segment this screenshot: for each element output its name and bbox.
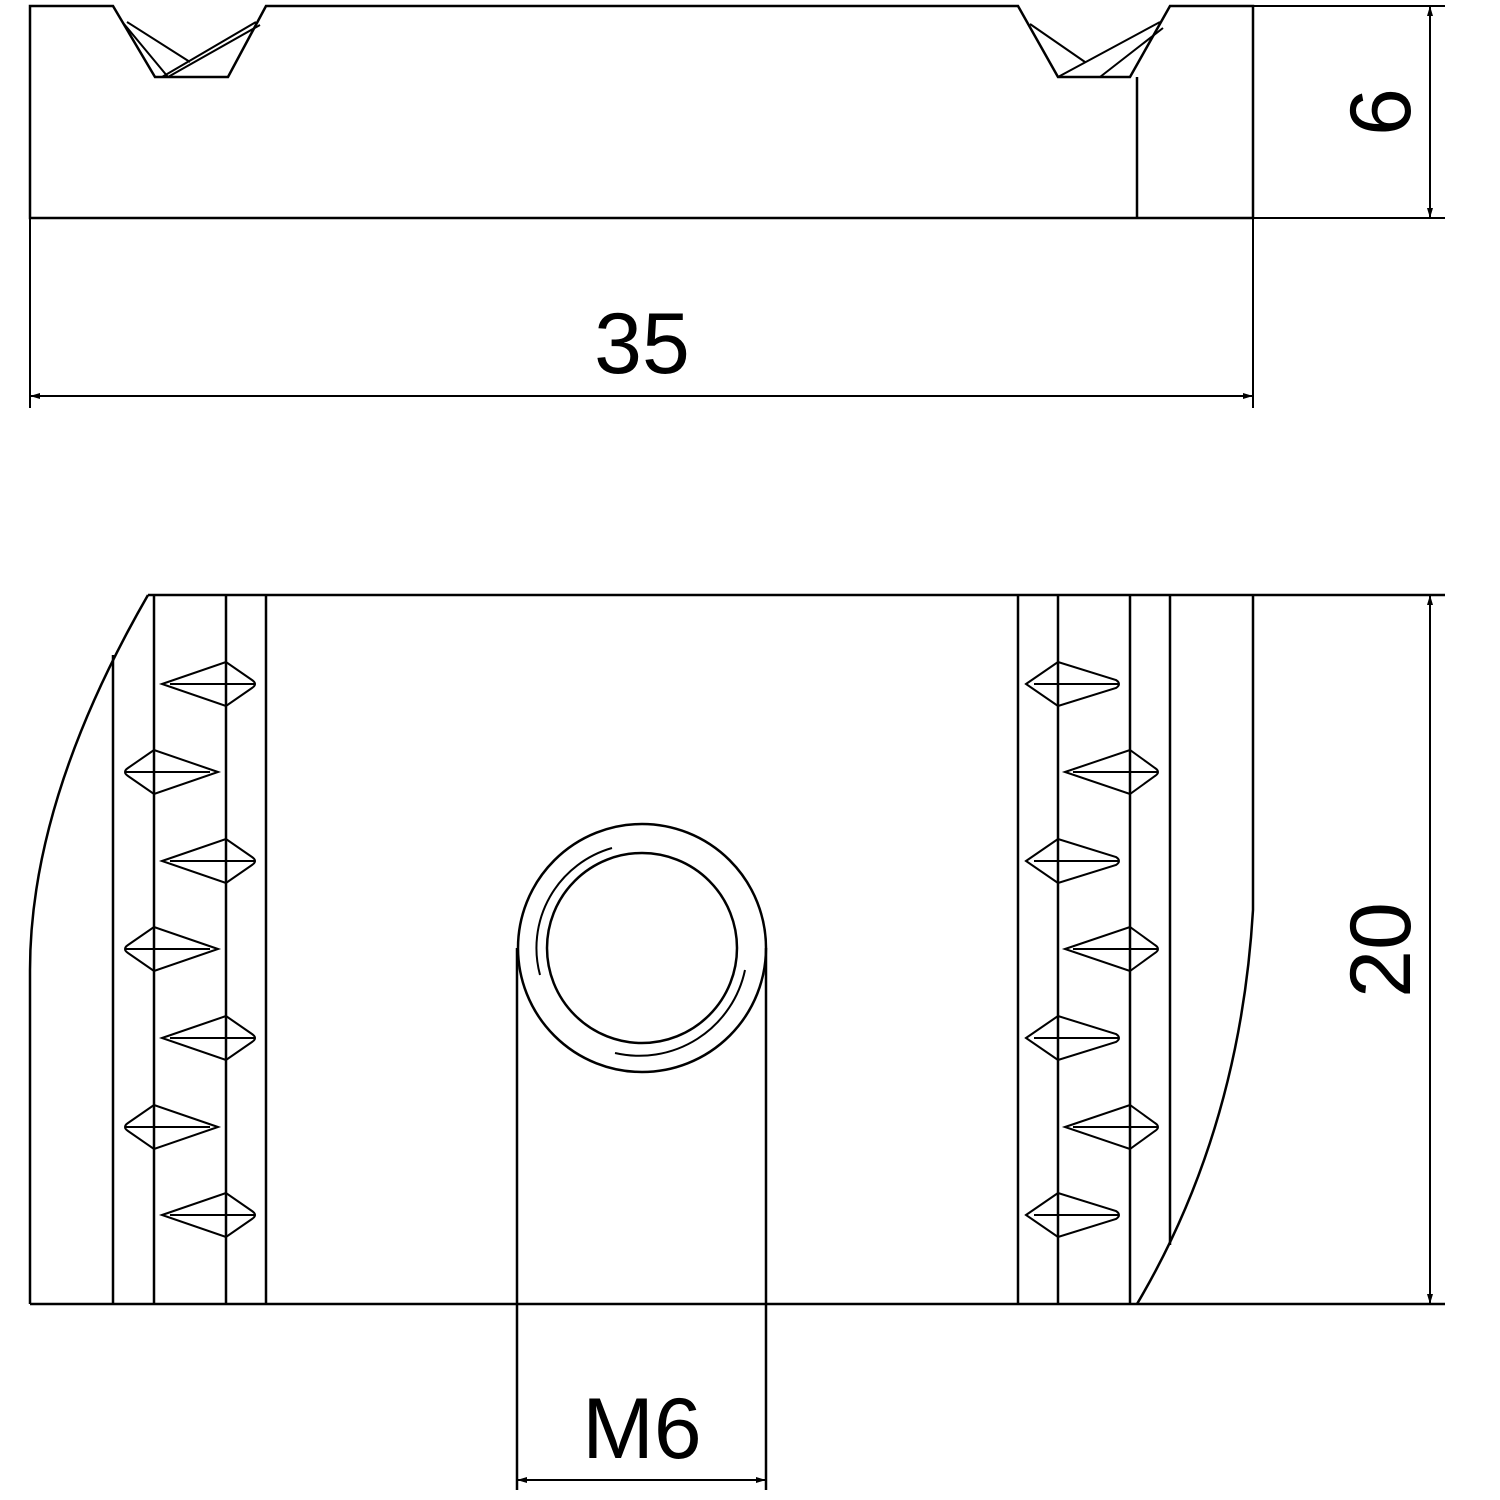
serration-tooth [1024,660,1120,708]
depth-dimension-label: 20 [1333,902,1429,998]
width-dimension-label: 35 [594,296,690,392]
serration-tooth [1061,748,1159,796]
serration-tooth [1024,837,1120,885]
serration-tooth [158,837,256,885]
serration-tooth [1061,1103,1159,1151]
height-dimension-label: 6 [1333,88,1429,136]
side-view: 6 35 [28,4,1445,408]
serration-tooth [124,1103,222,1151]
serration-tooth [1024,1014,1120,1062]
serration-tooth [124,748,222,796]
thread-dimension-label: M6 [582,1381,701,1477]
serration-tooth [158,1191,256,1239]
threaded-hole [516,822,768,1074]
serration-tooth [124,925,222,973]
serration-tooth [1024,1191,1120,1239]
serration-tooth [158,660,256,708]
plan-view: M6 20 [28,593,1445,1490]
serration-tooth [158,1014,256,1062]
serration-tooth [1061,925,1159,973]
